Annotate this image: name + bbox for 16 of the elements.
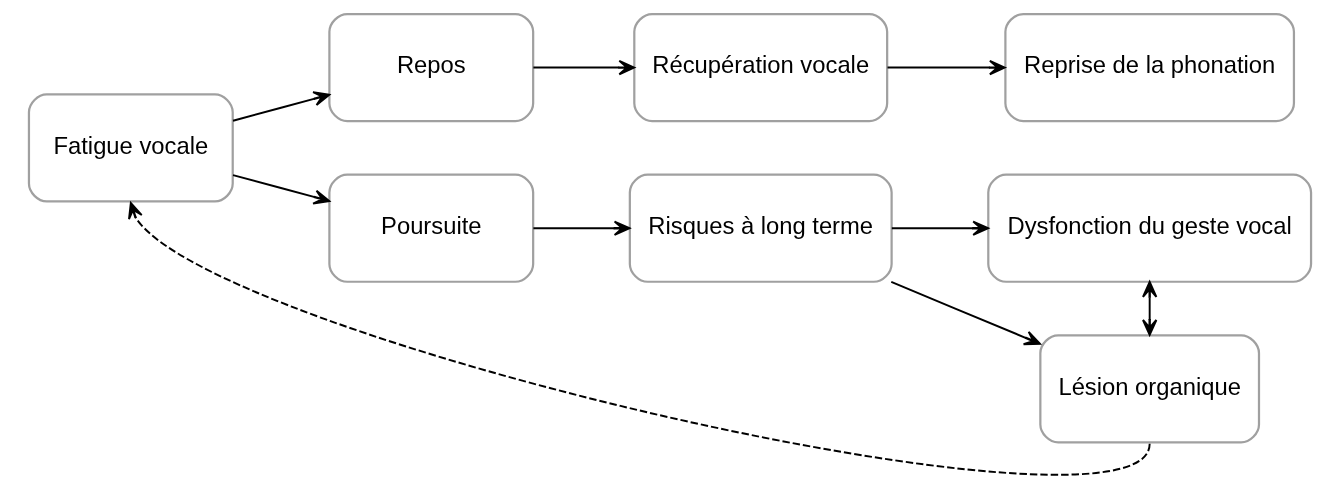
node-box: Lésion organique xyxy=(1038,334,1260,444)
arrow xyxy=(886,59,1006,76)
node-box: Récupération vocale xyxy=(632,12,888,123)
node-box: Reprise de la phonation xyxy=(1003,12,1295,123)
arrow xyxy=(1141,281,1157,336)
arrow xyxy=(890,220,989,236)
node-box: Fatigue vocale xyxy=(27,93,234,203)
node-box: Risques à long terme xyxy=(628,173,893,283)
arrow xyxy=(231,91,330,122)
node-box: Dysfonction du geste vocal xyxy=(986,173,1312,283)
arrow xyxy=(531,59,635,76)
node-box: Repos xyxy=(327,12,534,123)
arrow xyxy=(889,280,1041,346)
arrow xyxy=(531,220,630,236)
node-box: Poursuite xyxy=(327,173,534,283)
arrow xyxy=(231,174,330,205)
